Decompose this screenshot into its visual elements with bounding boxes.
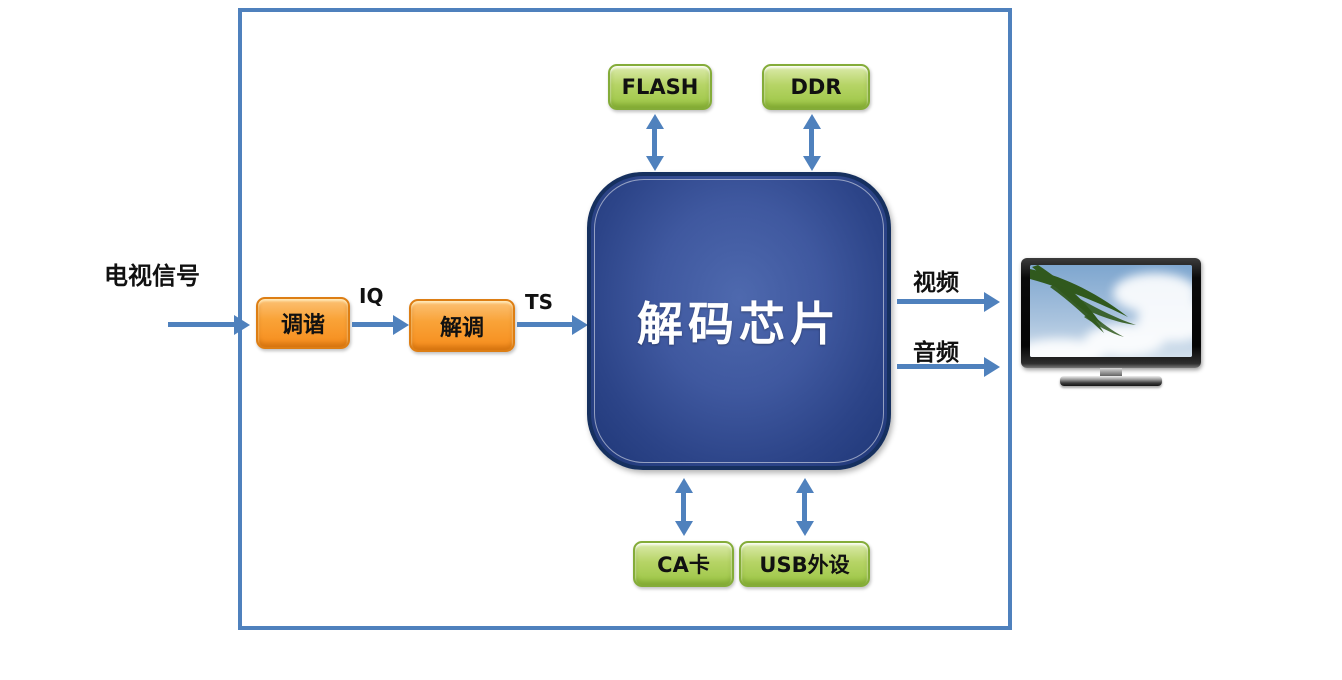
tv-screen-picture — [1030, 265, 1192, 357]
palm-leaves — [1030, 265, 1136, 337]
clouds — [1030, 273, 1192, 357]
ts-label: TS — [525, 290, 554, 314]
input-signal-arrow — [168, 322, 234, 327]
demodulator-box: 解调 — [409, 299, 515, 352]
audio-arrow — [897, 364, 984, 369]
decoder-chip-label: 解码芯片 — [637, 297, 841, 351]
ca-chip-arrow — [681, 493, 686, 521]
iq-label: IQ — [359, 284, 384, 308]
audio-label: 音频 — [913, 340, 959, 366]
ca-card-box: CA卡 — [633, 541, 734, 587]
tv-stand-base — [1060, 376, 1162, 386]
flash-chip-arrow — [652, 129, 657, 156]
iq-arrow — [352, 322, 393, 327]
video-label: 视频 — [913, 270, 959, 296]
video-arrow — [897, 299, 984, 304]
tv-signal-label: 电视信号 — [104, 262, 200, 290]
usb-chip-arrow — [802, 493, 807, 521]
ts-arrow — [517, 322, 572, 327]
ddr-box: DDR — [762, 64, 870, 110]
tv-screen — [1030, 265, 1192, 357]
usb-peripherals-box: USB外设 — [739, 541, 870, 587]
flash-box: FLASH — [608, 64, 712, 110]
tv-stand-neck — [1100, 368, 1122, 377]
ddr-chip-arrow — [809, 129, 814, 156]
decoder-chip-box: 解码芯片 — [587, 172, 891, 470]
tuner-box: 调谐 — [256, 297, 350, 349]
tv-image — [1021, 258, 1201, 392]
